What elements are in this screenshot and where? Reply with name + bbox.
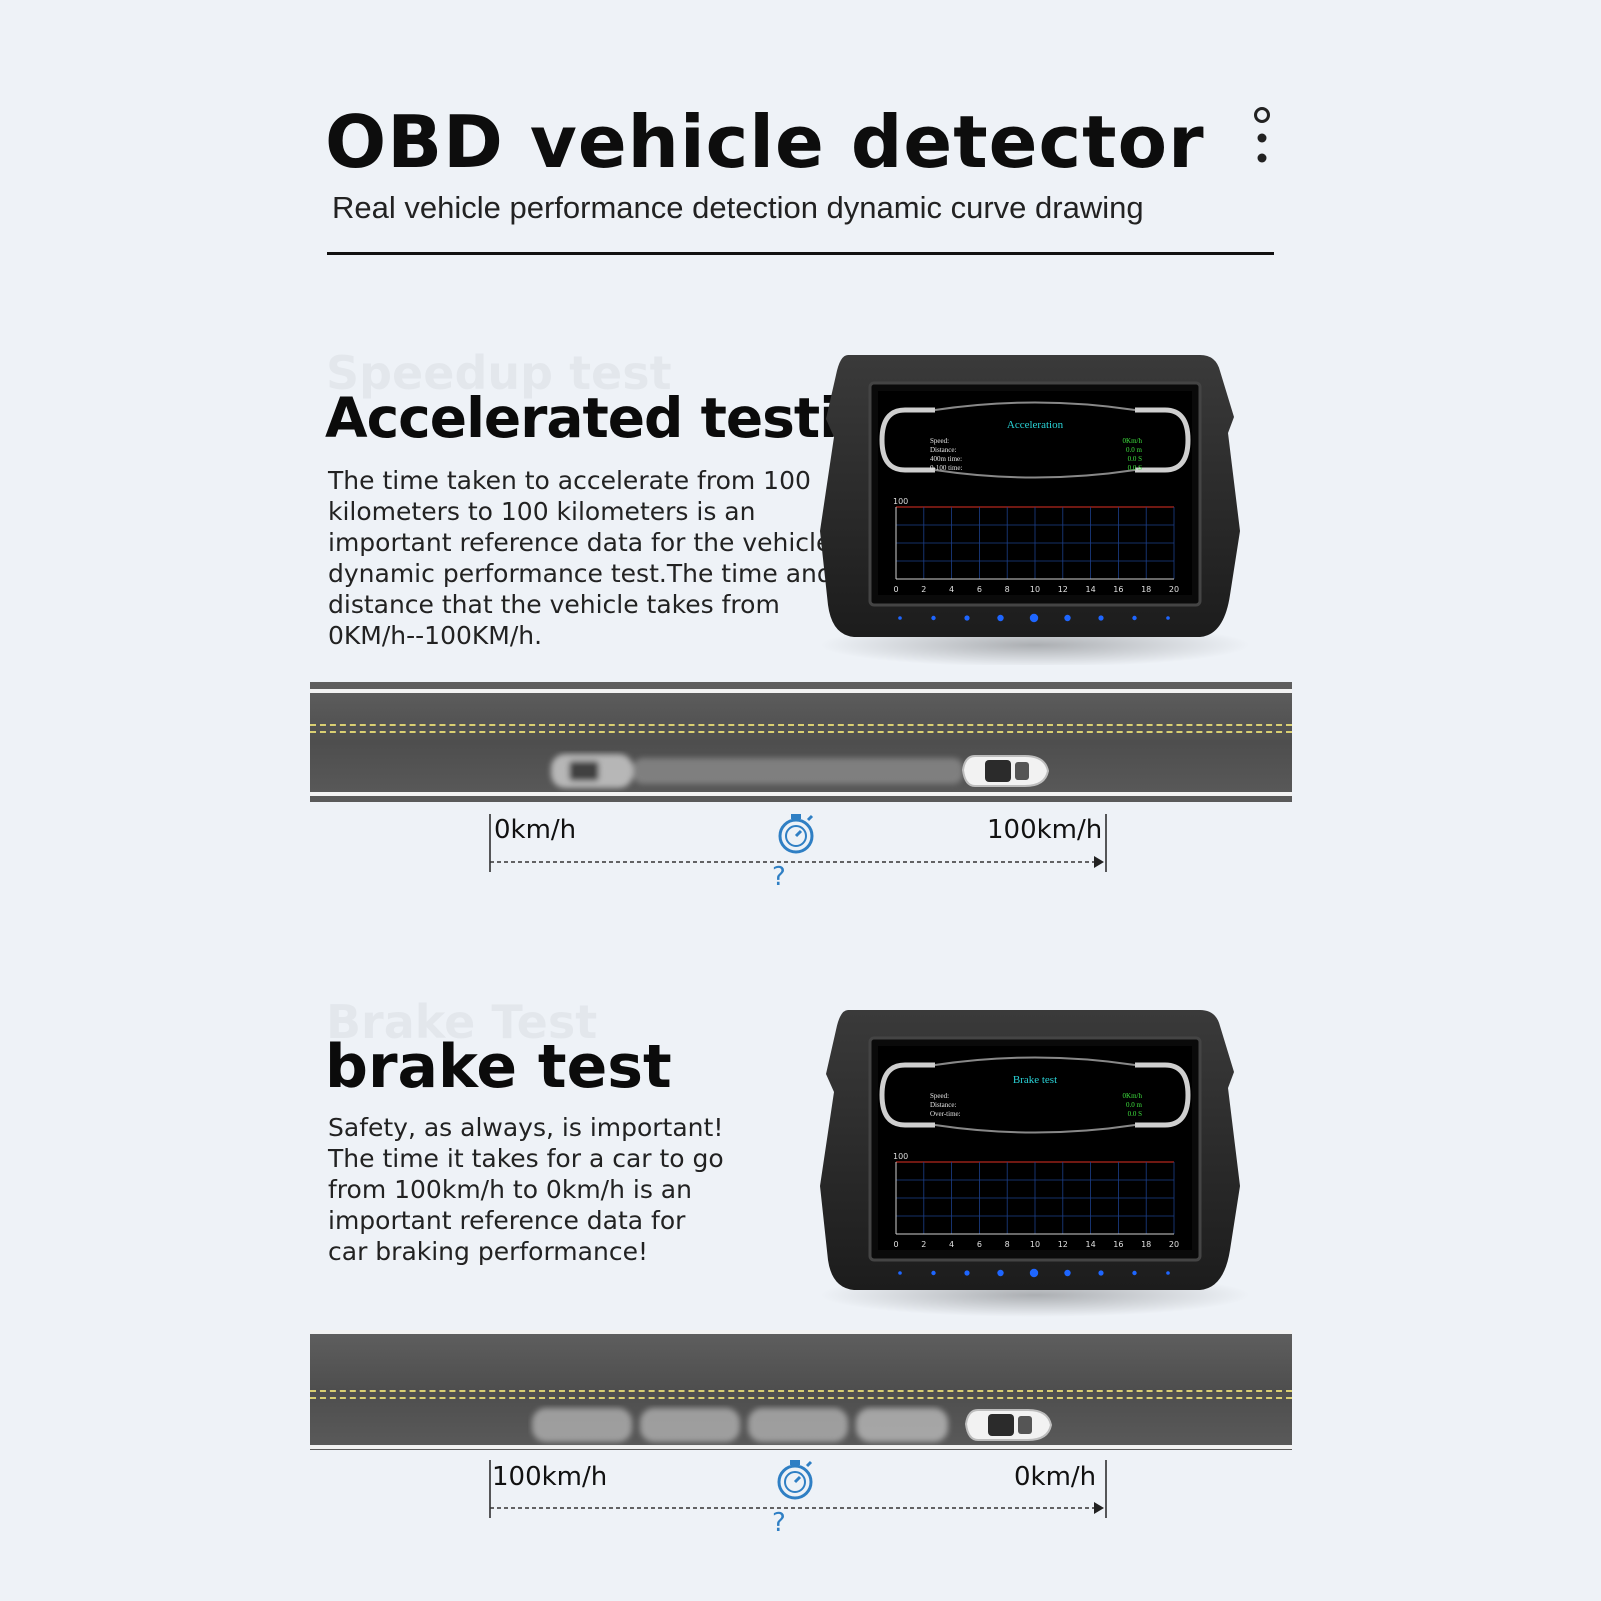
screen-row-value: 0Km/h bbox=[1123, 437, 1143, 445]
screen-title: Brake test bbox=[1013, 1074, 1057, 1086]
led-dot bbox=[898, 616, 902, 620]
led-indicator-row bbox=[898, 613, 1170, 623]
screen-row-label: Over-time: bbox=[930, 1110, 961, 1118]
led-dot bbox=[898, 1271, 902, 1275]
screen-row-value: 0.0 S bbox=[1128, 1110, 1143, 1118]
start-speed-label: 0km/h bbox=[494, 815, 577, 845]
screen-row-label: Speed: bbox=[930, 437, 949, 445]
chart-y-max: 100 bbox=[893, 1152, 908, 1161]
chart-y-max: 100 bbox=[893, 497, 908, 506]
end-speed-label: 100km/h bbox=[987, 815, 1103, 845]
page-subtitle: Real vehicle performance detection dynam… bbox=[332, 190, 1144, 225]
screen-row-label: Distance: bbox=[930, 1101, 956, 1109]
led-dot bbox=[964, 615, 970, 621]
end-speed-label: 0km/h bbox=[1014, 1462, 1097, 1492]
led-dot bbox=[1029, 1268, 1039, 1278]
unknown-time-mark: ? bbox=[772, 862, 786, 892]
section-ghost-title: Brake Test bbox=[326, 995, 597, 1049]
led-dot bbox=[1029, 613, 1039, 623]
section-heading-accelerated: Accelerated testing bbox=[325, 386, 915, 450]
chart-x-tick: 14 bbox=[1086, 1240, 1096, 1249]
measure-line-accelerated bbox=[489, 814, 1107, 872]
chart-x-tick: 10 bbox=[1030, 1240, 1040, 1249]
chart-x-tick: 8 bbox=[1005, 1240, 1010, 1249]
screen-chart-grid bbox=[895, 506, 1175, 580]
obd-device-accelerated: Acceleration Speed: Distance: 400m time:… bbox=[820, 355, 1250, 665]
chart-x-tick: 10 bbox=[1030, 585, 1040, 594]
chart-x-tick: 12 bbox=[1058, 585, 1068, 594]
chart-x-tick: 6 bbox=[977, 585, 982, 594]
chart-x-tick: 16 bbox=[1113, 1240, 1123, 1249]
car-icon bbox=[961, 755, 1050, 787]
led-dot bbox=[1132, 615, 1137, 621]
chart-x-tick: 4 bbox=[949, 1240, 954, 1249]
screen-row-value: 0Km/h bbox=[1123, 1092, 1143, 1100]
chart-x-tick: 18 bbox=[1141, 585, 1151, 594]
screen-title: Acceleration bbox=[1007, 419, 1064, 431]
unknown-time-mark: ? bbox=[772, 1508, 786, 1538]
section-body-brake: Safety, as always, is important! The tim… bbox=[328, 1113, 724, 1266]
car-icon bbox=[964, 1409, 1053, 1441]
chart-x-tick: 12 bbox=[1058, 1240, 1068, 1249]
car-motion-accelerated bbox=[551, 754, 1050, 788]
led-dot bbox=[1132, 1270, 1137, 1276]
screen-row-label: 400m time: bbox=[930, 455, 962, 463]
chart-x-tick: 4 bbox=[949, 585, 954, 594]
chart-x-tick: 2 bbox=[921, 1240, 926, 1249]
chart-x-tick: 2 bbox=[921, 585, 926, 594]
screen-chart-grid bbox=[895, 1161, 1175, 1235]
chart-x-tick: 6 bbox=[977, 1240, 982, 1249]
led-dot bbox=[964, 1270, 970, 1276]
led-dot bbox=[1064, 1269, 1071, 1277]
chart-x-tick: 0 bbox=[893, 585, 898, 594]
more-vertical-icon[interactable] bbox=[1250, 104, 1274, 168]
measure-line-brake bbox=[489, 1460, 1107, 1518]
screen-row-label: Speed: bbox=[930, 1092, 949, 1100]
section-ghost-title: Speedup test bbox=[326, 346, 672, 400]
section-body-accelerated: The time taken to accelerate from 100 ki… bbox=[328, 466, 833, 650]
screen-row-value: 0.0 m bbox=[1126, 1101, 1143, 1109]
header-divider bbox=[327, 252, 1274, 255]
chart-x-tick: 8 bbox=[1005, 585, 1010, 594]
led-dot bbox=[1098, 615, 1104, 621]
chart-x-tick: 16 bbox=[1113, 585, 1123, 594]
stopwatch-icon bbox=[777, 1460, 813, 1500]
start-speed-label: 100km/h bbox=[492, 1462, 608, 1492]
led-dot bbox=[1166, 1271, 1170, 1275]
screen-chart-ticks: 0 2 4 6 8 10 12 14 16 18 20 bbox=[893, 585, 1179, 594]
page-title: OBD vehicle detector bbox=[325, 100, 1205, 184]
chart-x-tick: 20 bbox=[1169, 585, 1179, 594]
led-dot bbox=[1166, 616, 1170, 620]
screen-row-label: 0-100 time: bbox=[930, 464, 963, 472]
obd-device-brake: Brake test Speed: Distance: Over-time: 0… bbox=[820, 1010, 1250, 1317]
chart-x-tick: 18 bbox=[1141, 1240, 1151, 1249]
screen-row-label: Distance: bbox=[930, 446, 956, 454]
chart-x-tick: 20 bbox=[1169, 1240, 1179, 1249]
chart-x-tick: 14 bbox=[1086, 585, 1096, 594]
led-dot bbox=[931, 615, 936, 621]
led-dot bbox=[931, 1270, 936, 1276]
screen-row-value: 0.0 S bbox=[1128, 464, 1143, 472]
screen-chart-ticks: 0 2 4 6 8 10 12 14 16 18 20 bbox=[893, 1240, 1179, 1249]
led-dot bbox=[997, 1269, 1004, 1277]
screen-row-value: 0.0 m bbox=[1126, 446, 1143, 454]
led-dot bbox=[997, 614, 1004, 622]
chart-x-tick: 0 bbox=[893, 1240, 898, 1249]
car-motion-brake bbox=[532, 1408, 1053, 1442]
stopwatch-icon bbox=[778, 814, 814, 854]
led-dot bbox=[1064, 614, 1071, 622]
screen-row-value: 0.0 S bbox=[1128, 455, 1143, 463]
led-dot bbox=[1098, 1270, 1104, 1276]
led-indicator-row bbox=[898, 1268, 1170, 1278]
section-heading-brake: brake test bbox=[325, 1032, 672, 1102]
